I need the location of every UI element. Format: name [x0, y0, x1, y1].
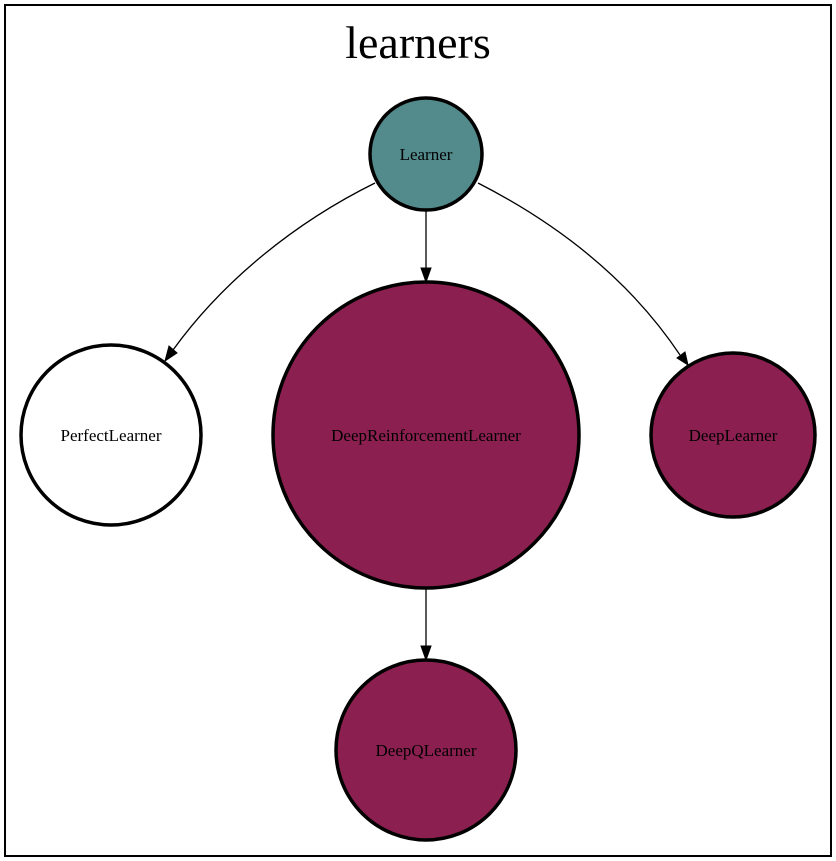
- edge-line: [477, 182, 681, 356]
- node-deep-reinforcement-learner-circle: [271, 280, 581, 590]
- node-perfect-learner-label: PerfectLearner: [61, 426, 162, 445]
- node-perfect-learner-circle: [19, 343, 203, 527]
- node-learner-circle: [368, 96, 484, 212]
- node-deep-q-learner-label: DeepQLearner: [376, 741, 477, 760]
- node-perfect-learner: PerfectLearner: [19, 343, 203, 527]
- edge-learner-to-perfect-learner: [164, 182, 376, 363]
- edge-line: [172, 182, 376, 351]
- node-learner: Learner: [368, 96, 484, 212]
- node-deep-learner: DeepLearner: [649, 351, 817, 519]
- node-deep-reinforcement-learner: DeepReinforcementLearner: [271, 280, 581, 590]
- arrowhead: [164, 345, 178, 363]
- node-deep-q-learner: DeepQLearner: [334, 658, 518, 842]
- edges: [164, 182, 689, 662]
- node-learner-label: Learner: [400, 145, 453, 164]
- edge-learner-to-deep-reinforcement-learner: [420, 211, 432, 284]
- node-deep-reinforcement-learner-label: DeepReinforcementLearner: [331, 426, 521, 445]
- diagram-title: learners: [345, 17, 491, 68]
- arrowhead: [676, 351, 689, 367]
- node-deep-learner-label: DeepLearner: [689, 426, 778, 445]
- arrowhead: [420, 267, 432, 284]
- node-deep-learner-circle: [649, 351, 817, 519]
- node-deep-q-learner-circle: [334, 658, 518, 842]
- edge-deep-reinforcement-learner-to-deep-q-learner: [420, 589, 432, 662]
- arrowhead: [420, 645, 432, 662]
- edge-learner-to-deep-learner: [477, 182, 689, 367]
